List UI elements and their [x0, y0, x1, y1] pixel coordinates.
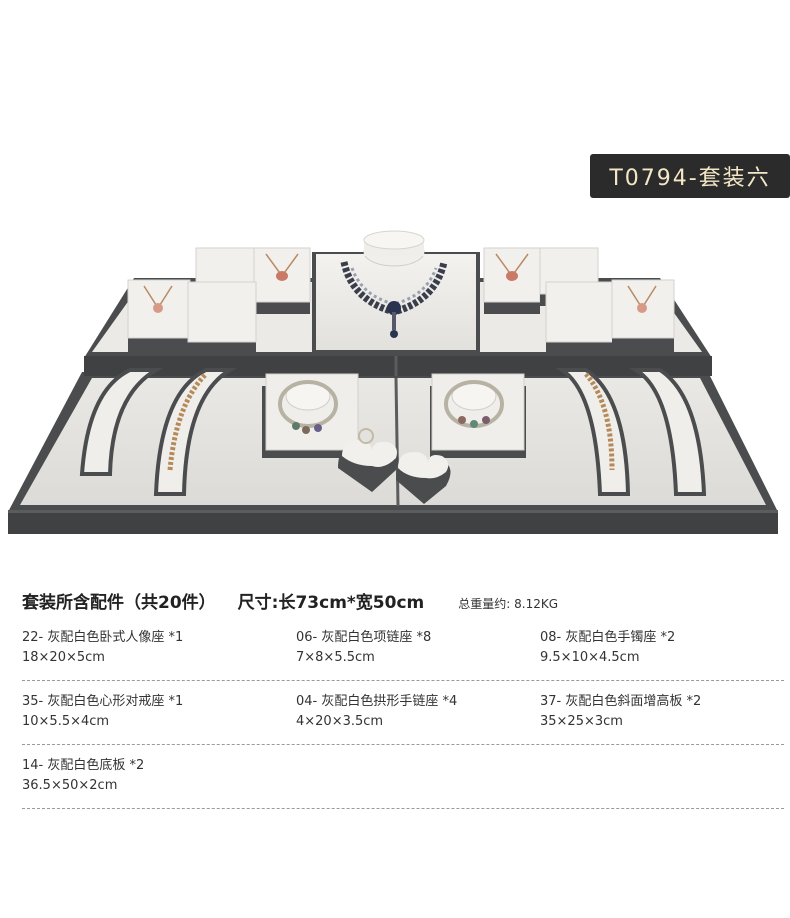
jewelry-display-set-image: [8, 230, 778, 534]
spec-row-1: 22- 灰配白色卧式人像座 *1 18×20×5cm 06- 灰配白色项链座 *…: [22, 628, 784, 692]
item-dims: 35×25×3cm: [540, 714, 623, 729]
item-name: 37- 灰配白色斜面增高板 *2: [540, 694, 702, 709]
necklace-stand-group-right: [483, 247, 675, 356]
product-code-label: T0794-套装六: [609, 166, 771, 191]
bangle-stands: [262, 373, 526, 458]
item-dims: 7×8×5.5cm: [296, 650, 375, 665]
arch-bracelet-stands-left: [79, 368, 238, 496]
necklace-stand-group-left: [127, 247, 311, 356]
item-name: 06- 灰配白色项链座 *8: [296, 630, 432, 645]
product-code-badge: T0794-套装六: [590, 154, 790, 198]
spec-row-3: 14- 灰配白色底板 *2 36.5×50×2cm: [22, 756, 784, 820]
spec-size: 尺寸:长73cm*宽50cm: [237, 593, 425, 613]
spec-row-2: 35- 灰配白色心形对戒座 *1 10×5.5×4cm 04- 灰配白色拱形手链…: [22, 692, 784, 756]
arch-bracelet-stands-right: [555, 368, 707, 496]
divider: [22, 744, 784, 745]
spec-item: 22- 灰配白色卧式人像座 *1 18×20×5cm: [22, 628, 272, 668]
divider: [22, 808, 784, 809]
divider: [22, 680, 784, 681]
spec-weight: 总重量约: 8.12KG: [458, 597, 559, 611]
spec-item: 35- 灰配白色心形对戒座 *1 10×5.5×4cm: [22, 692, 272, 732]
product-photo: T0794-套装六: [8, 154, 790, 534]
spec-item: 08- 灰配白色手镯座 *2 9.5×10×4.5cm: [540, 628, 790, 668]
spec-item: 14- 灰配白色底板 *2 36.5×50×2cm: [22, 756, 272, 796]
item-dims: 36.5×50×2cm: [22, 778, 118, 793]
spec-header: 套装所含配件（共20件） 尺寸:长73cm*宽50cm 总重量约: 8.12KG: [22, 588, 782, 614]
spec-item: 04- 灰配白色拱形手链座 *4 4×20×3.5cm: [296, 692, 546, 732]
item-dims: 18×20×5cm: [22, 650, 105, 665]
item-name: 14- 灰配白色底板 *2: [22, 758, 145, 773]
item-name: 22- 灰配白色卧式人像座 *1: [22, 630, 184, 645]
item-dims: 10×5.5×4cm: [22, 714, 110, 729]
item-name: 08- 灰配白色手镯座 *2: [540, 630, 676, 645]
heart-ring-stands: [338, 428, 451, 504]
item-name: 04- 灰配白色拱形手链座 *4: [296, 694, 458, 709]
spec-title: 套装所含配件（共20件）: [22, 593, 216, 613]
spec-item: 06- 灰配白色项链座 *8 7×8×5.5cm: [296, 628, 546, 668]
item-dims: 9.5×10×4.5cm: [540, 650, 640, 665]
spec-item: 37- 灰配白色斜面增高板 *2 35×25×3cm: [540, 692, 790, 732]
item-name: 35- 灰配白色心形对戒座 *1: [22, 694, 184, 709]
item-dims: 4×20×3.5cm: [296, 714, 384, 729]
